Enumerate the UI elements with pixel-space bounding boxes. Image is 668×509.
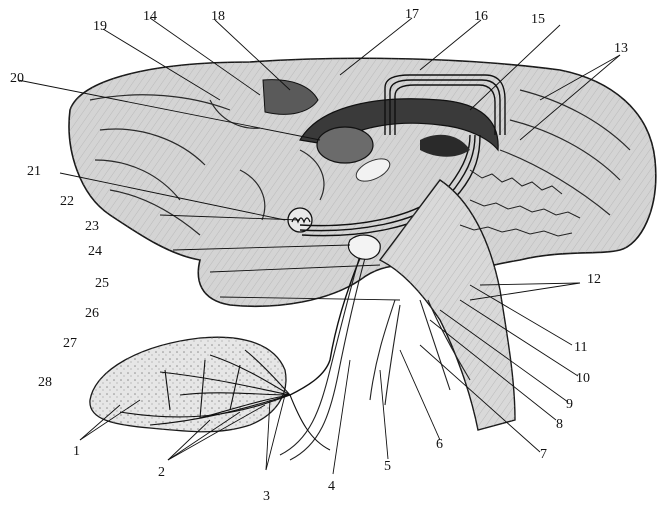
label-3: 3 [263,490,270,504]
label-2: 2 [158,466,165,480]
label-6: 6 [436,438,443,452]
label-22: 22 [60,195,74,209]
label-8: 8 [556,418,563,432]
label-12: 12 [587,273,601,287]
label-1: 1 [73,445,80,459]
label-7: 7 [540,448,547,462]
label-15: 15 [531,13,545,27]
label-26: 26 [85,307,99,321]
label-25: 25 [95,277,109,291]
label-16: 16 [474,10,488,24]
label-10: 10 [576,372,590,386]
label-20: 20 [10,72,24,86]
label-5: 5 [384,460,391,474]
label-9: 9 [566,398,573,412]
label-27: 27 [63,337,77,351]
label-24: 24 [88,245,102,259]
label-13: 13 [614,42,628,56]
label-11: 11 [574,341,587,355]
label-4: 4 [328,480,335,494]
label-21: 21 [27,165,41,179]
label-23: 23 [85,220,99,234]
label-17: 17 [405,8,419,22]
label-19: 19 [93,20,107,34]
label-28: 28 [38,376,52,390]
label-14: 14 [143,10,157,24]
label-18: 18 [211,10,225,24]
thalamus [317,127,373,163]
ganglion [348,235,380,259]
